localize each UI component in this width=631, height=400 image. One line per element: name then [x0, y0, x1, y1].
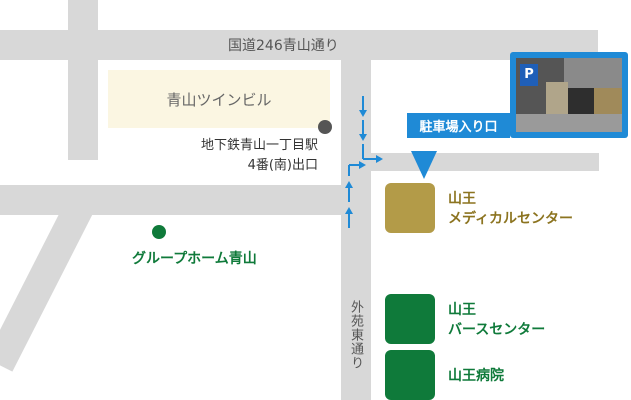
station-exit-dot [318, 120, 332, 134]
main-road-label: 国道246青山通り [228, 38, 339, 54]
side-street-label: 外苑東通り [348, 300, 363, 370]
road-east-horizontal [341, 153, 599, 171]
medical-center-label: 山王 メディカルセンター [448, 189, 573, 229]
group-home-label: グループホーム青山 [132, 251, 257, 267]
birth-center-label: 山王 バースセンター [448, 300, 545, 340]
entrance-photo: P [516, 58, 622, 132]
parking-sign-icon: P [520, 64, 538, 86]
road-upper-vertical [341, 60, 371, 170]
parking-sign-letter: P [524, 67, 534, 82]
medical-center-name-1: 山王 [448, 191, 476, 207]
birth-center-marker [385, 294, 435, 344]
birth-center-name-2: バースセンター [448, 322, 546, 338]
parking-entrance-label: 駐車場入り口 [419, 120, 498, 135]
station-exit-number: 4番(南)出口 [247, 158, 318, 173]
building-name: 青山ツインビル [166, 90, 272, 109]
medical-center-marker [385, 183, 435, 233]
road-top-left-vertical [68, 0, 98, 160]
route-arrow-icon [345, 96, 383, 228]
group-home-dot [152, 225, 166, 239]
entrance-pointer-icon [411, 151, 437, 179]
station-exit-label: 地下鉄青山一丁目駅 4番(南)出口 [190, 136, 318, 176]
station-name: 地下鉄青山一丁目駅 [200, 138, 318, 153]
sanno-hospital-label: 山王病院 [448, 366, 504, 386]
aoyama-twin-building: 青山ツインビル [108, 70, 330, 128]
sanno-hospital-name: 山王病院 [448, 368, 504, 384]
road-main-horizontal [0, 30, 598, 60]
parking-entrance-callout: 駐車場入り口 [407, 113, 510, 138]
sanno-hospital-marker [385, 350, 435, 400]
birth-center-name-1: 山王 [448, 302, 476, 318]
medical-center-name-2: メディカルセンター [448, 211, 574, 227]
